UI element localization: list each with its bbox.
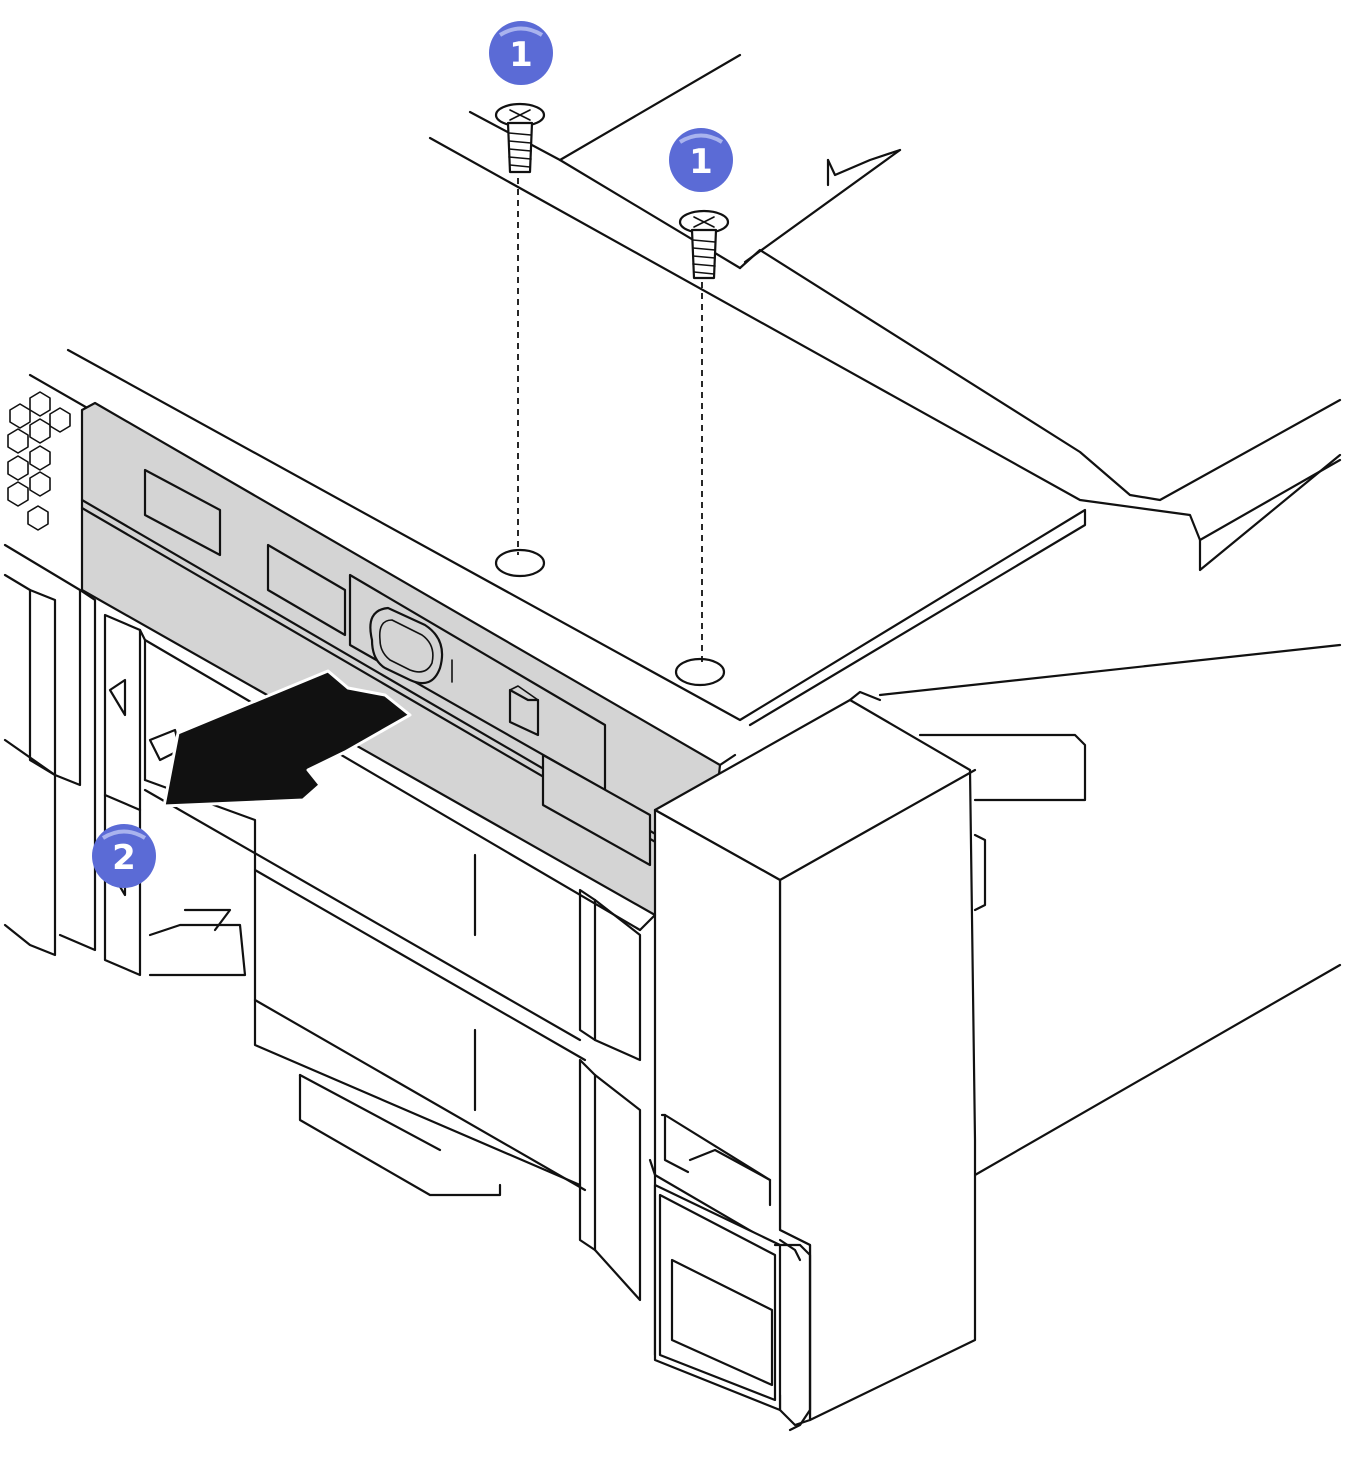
panel-slot-1-outline: [143, 468, 222, 557]
panel-slot-2-outline: [266, 543, 347, 637]
callout-step-2: 2: [92, 824, 156, 888]
screw-left-icon: [494, 102, 546, 174]
drive-cage-front-panel: [80, 401, 722, 917]
screw-hole-left: [494, 548, 546, 578]
power-button-icon: [369, 606, 444, 685]
pull-out-arrow-icon: [162, 669, 412, 808]
callout-step-1-left: 1: [489, 21, 553, 85]
screw-right-icon: [678, 209, 730, 280]
callout-1-left-label: 1: [509, 35, 533, 75]
callout-step-1-right: 1: [669, 128, 733, 192]
left-bay-handles: [3, 543, 147, 977]
rack-ear-bracket: [638, 690, 977, 1432]
callout-2-label: 2: [112, 838, 136, 878]
vent-hexagons: [7, 391, 71, 531]
callout-1-right-label: 1: [689, 142, 713, 182]
indicator-square-icon: [508, 688, 540, 737]
panel-slot-3-outline: [541, 753, 652, 867]
screw-hole-right: [674, 657, 726, 687]
screw-holes: [494, 548, 726, 687]
